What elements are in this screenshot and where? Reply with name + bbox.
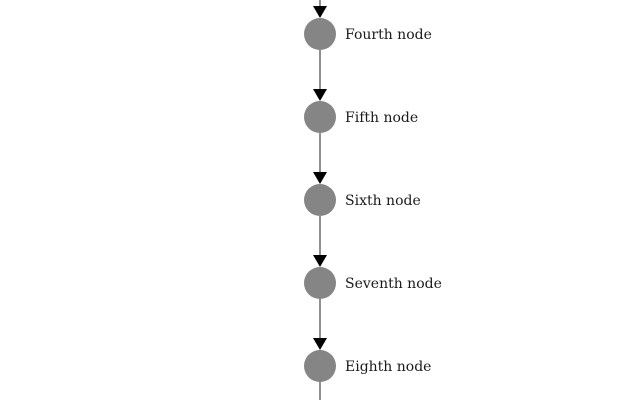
- node-label: Seventh node: [345, 276, 442, 292]
- arrowhead: [313, 338, 327, 350]
- arrowhead: [313, 89, 327, 101]
- node-label: Fourth node: [345, 27, 432, 43]
- arrowhead: [313, 172, 327, 184]
- node-label: Eighth node: [345, 359, 431, 375]
- node-circle[interactable]: [304, 184, 336, 216]
- node-circle[interactable]: [304, 18, 336, 50]
- node-circle[interactable]: [304, 101, 336, 133]
- arrowhead-incoming: [313, 6, 327, 18]
- node-label: Fifth node: [345, 110, 418, 126]
- node-circle[interactable]: [304, 350, 336, 382]
- arrowhead: [313, 255, 327, 267]
- node-label: Sixth node: [345, 193, 421, 209]
- node-circle[interactable]: [304, 267, 336, 299]
